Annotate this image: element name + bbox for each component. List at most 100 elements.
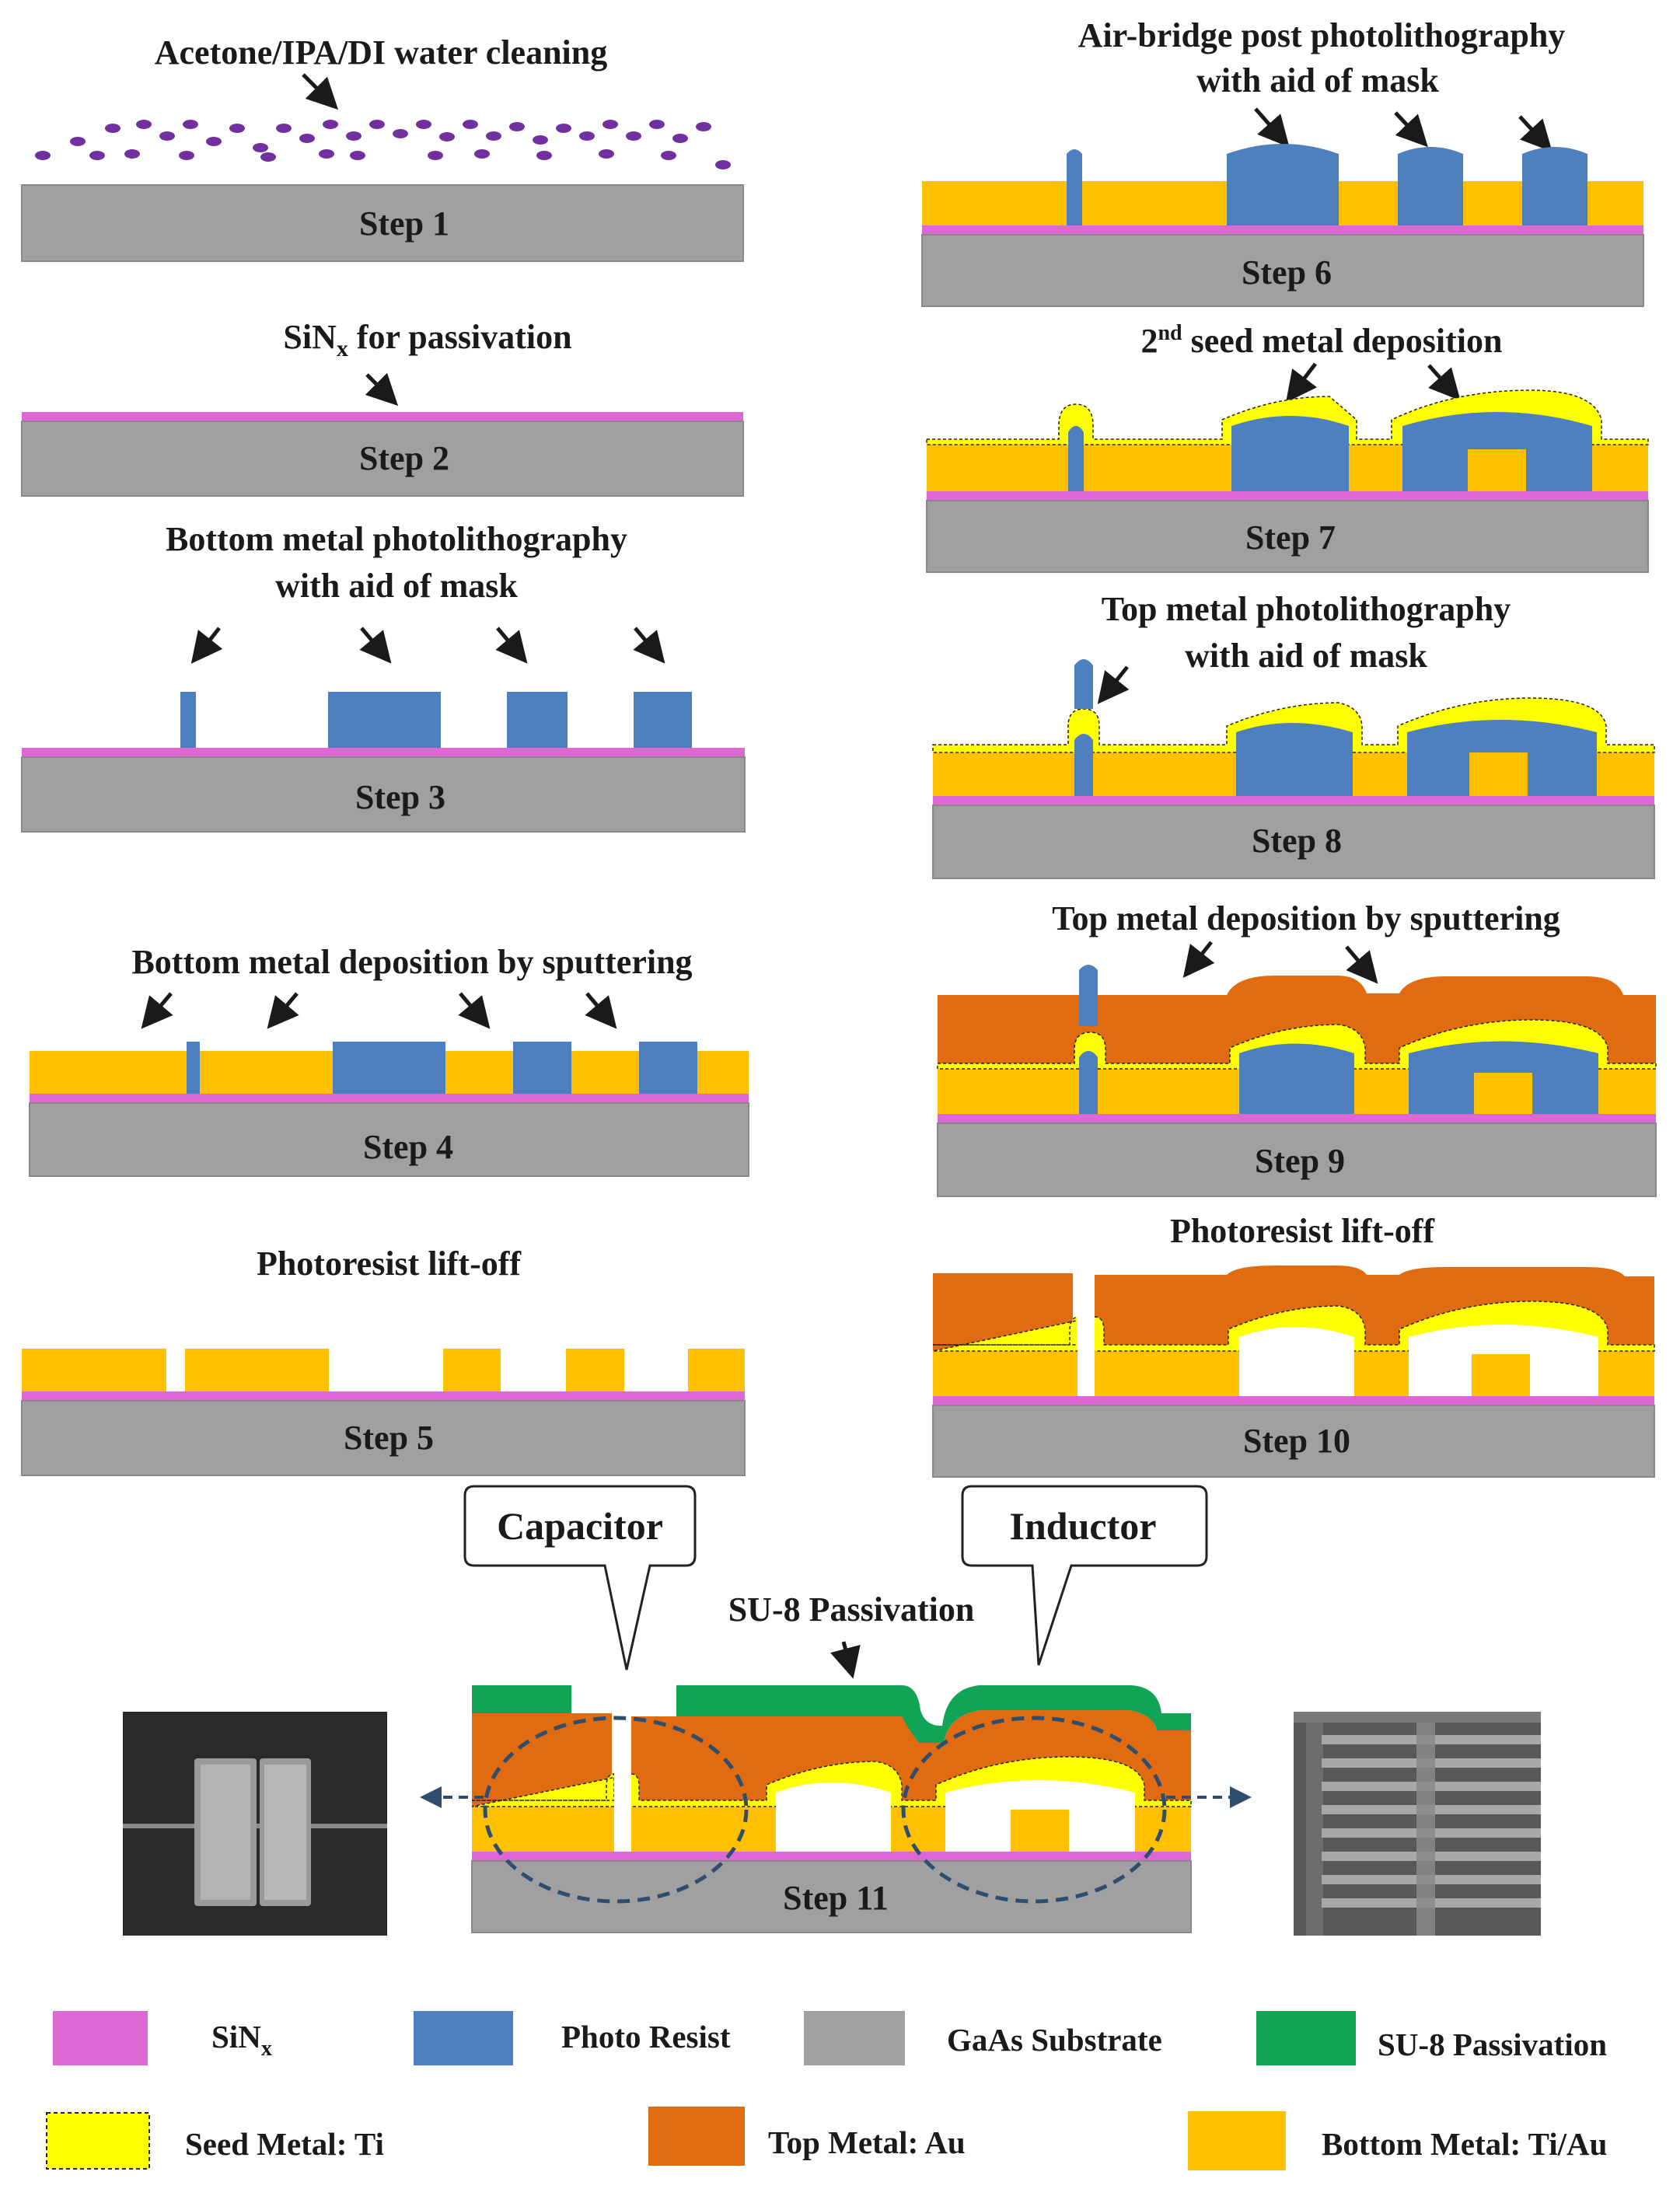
step-5-caption: Photoresist lift-off: [257, 1245, 522, 1283]
step-10-substrate: [932, 1405, 1655, 1478]
step-3-substrate: [21, 756, 746, 833]
step-6-substrate: [921, 234, 1644, 307]
step-9-arrow-1: [1182, 941, 1215, 978]
step-11-bottom-metal-pad: [1011, 1810, 1069, 1853]
legend-item-bottom-metal: Bottom Metal: Ti/Au: [1188, 2111, 1607, 2170]
step-6-photoresist: [1067, 144, 1587, 225]
legend-item-gaas-substrate: GaAs Substrate: [804, 2011, 1162, 2065]
step-10-sinx: [933, 1396, 1654, 1405]
step-8-panel: Top metal photolithography with aid of m…: [932, 590, 1655, 879]
legend-label-su8-passivation: SU-8 Passivation: [1378, 2027, 1607, 2062]
step-7-label: Step 7: [1245, 518, 1336, 557]
step-7-arrow-2: [1427, 364, 1461, 401]
step-6-arrow-3: [1518, 115, 1553, 152]
legend-swatch-seed-metal: [46, 2112, 150, 2170]
step-11-label: Step 11: [783, 1879, 889, 1917]
step-1-arrow: [302, 73, 339, 110]
step-2-sinx: [22, 412, 743, 421]
step-6-arrow-1: [1254, 107, 1290, 148]
step-8-bottom-metal-pad: [1469, 752, 1528, 796]
step-3-arrow-2: [359, 627, 392, 664]
step-3-caption-line2: with aid of mask: [275, 567, 518, 605]
step-3-arrow-4: [633, 627, 665, 664]
step-4-arrow-1: [141, 992, 173, 1029]
step-11-panel: Capacitor Inductor SU-8 Passivation Step…: [123, 1485, 1541, 1936]
step-11-substrate: [471, 1860, 1192, 1933]
step-10-caption: Photoresist lift-off: [1170, 1212, 1435, 1250]
step-10-label: Step 10: [1243, 1422, 1350, 1460]
legend-label-seed-metal: Seed Metal: Ti: [185, 2126, 384, 2162]
legend-item-sinx: SiNx: [53, 2011, 272, 2065]
step-5-bottom-metal: [22, 1349, 745, 1391]
step-4-arrow-4: [585, 992, 617, 1029]
step-7-arrow-1: [1285, 362, 1318, 403]
legend-label-gaas-substrate: GaAs Substrate: [947, 2022, 1162, 2058]
legend: SiNx Photo Resist GaAs Substrate SU-8 Pa…: [46, 2011, 1607, 2170]
step-4-panel: Bottom metal deposition by sputtering St…: [29, 943, 749, 1177]
legend-swatch-photo-resist: [414, 2011, 513, 2065]
inductor-sem-image: [1294, 1712, 1541, 1936]
step-3-photoresist: [180, 692, 692, 748]
step-2-panel: SiNx for passivation Step 2: [21, 318, 744, 497]
step-7-bottom-metal-pad: [1468, 449, 1526, 491]
legend-label-bottom-metal: Bottom Metal: Ti/Au: [1322, 2126, 1607, 2162]
step-8-label: Step 8: [1252, 822, 1342, 860]
step-8-sinx: [933, 796, 1654, 805]
step-4-label: Step 4: [363, 1128, 453, 1166]
step-6-label: Step 6: [1242, 253, 1332, 292]
step-9-label: Step 9: [1255, 1142, 1345, 1180]
legend-swatch-sinx: [53, 2011, 148, 2065]
su8-arrow: [830, 1641, 861, 1679]
legend-swatch-top-metal: [648, 2107, 745, 2166]
step-4-substrate: [29, 1102, 749, 1177]
legend-item-su8-passivation: SU-8 Passivation: [1256, 2011, 1607, 2065]
step-4-caption: Bottom metal deposition by sputtering: [131, 943, 692, 981]
capacitor-label: Capacitor: [497, 1504, 663, 1548]
step-9-substrate: [937, 1122, 1657, 1197]
step-2-caption: SiNx for passivation: [283, 318, 571, 361]
step-4-sinx: [30, 1094, 749, 1103]
step-6-caption-line2: with aid of mask: [1196, 61, 1439, 100]
legend-label-top-metal: Top Metal: Au: [768, 2124, 966, 2160]
step-9-panel: Top metal deposition by sputtering Step …: [937, 899, 1657, 1197]
step-5-sinx: [22, 1391, 745, 1401]
step-3-caption-line1: Bottom metal photolithography: [166, 520, 627, 558]
step-1-caption: Acetone/IPA/DI water cleaning: [155, 33, 607, 72]
legend-item-top-metal: Top Metal: Au: [648, 2107, 966, 2166]
step-8-arrow: [1097, 665, 1130, 704]
step-3-arrow-3: [495, 627, 528, 664]
cleaning-particles: [35, 120, 731, 169]
step-7-caption: 2nd seed metal deposition: [1140, 321, 1502, 360]
inductor-label: Inductor: [1010, 1504, 1157, 1548]
step-9-arrow-2: [1345, 945, 1378, 984]
step-1-substrate: [21, 184, 744, 262]
step-5-panel: Photoresist lift-off Step 5: [21, 1245, 746, 1476]
legend-swatch-bottom-metal: [1188, 2111, 1286, 2170]
su8-passivation-caption: SU-8 Passivation: [728, 1590, 975, 1629]
step-2-arrow: [365, 372, 399, 407]
step-11-su8: [472, 1685, 1191, 1743]
legend-item-photo-resist: Photo Resist: [414, 2011, 731, 2065]
capacitor-sem-image: [123, 1712, 387, 1936]
capacitor-highlight-ellipse: [483, 1716, 749, 1904]
step-10-bottom-metal-pad: [1472, 1354, 1530, 1396]
step-2-label: Step 2: [359, 439, 449, 477]
step-6-sinx: [922, 225, 1643, 235]
legend-label-sinx: SiNx: [211, 2019, 272, 2061]
legend-label-photo-resist: Photo Resist: [561, 2019, 731, 2055]
step-9-caption: Top metal deposition by sputtering: [1052, 899, 1560, 937]
step-7-panel: 2nd seed metal deposition Step 7: [926, 321, 1649, 573]
step-8-caption-line2: with aid of mask: [1185, 637, 1427, 675]
capacitor-callout: Capacitor: [463, 1485, 697, 1671]
step-3-label: Step 3: [355, 778, 445, 816]
step-7-substrate: [926, 500, 1649, 573]
inductor-highlight-ellipse: [901, 1716, 1167, 1904]
step-5-substrate: [21, 1400, 746, 1476]
step-5-label: Step 5: [344, 1419, 434, 1457]
legend-swatch-su8-passivation: [1256, 2011, 1356, 2065]
step-3-arrow-1: [190, 627, 223, 664]
step-6-caption-line1: Air-bridge post photolithography: [1078, 16, 1566, 54]
step-3-sinx: [22, 748, 745, 757]
step-8-substrate: [932, 805, 1655, 879]
